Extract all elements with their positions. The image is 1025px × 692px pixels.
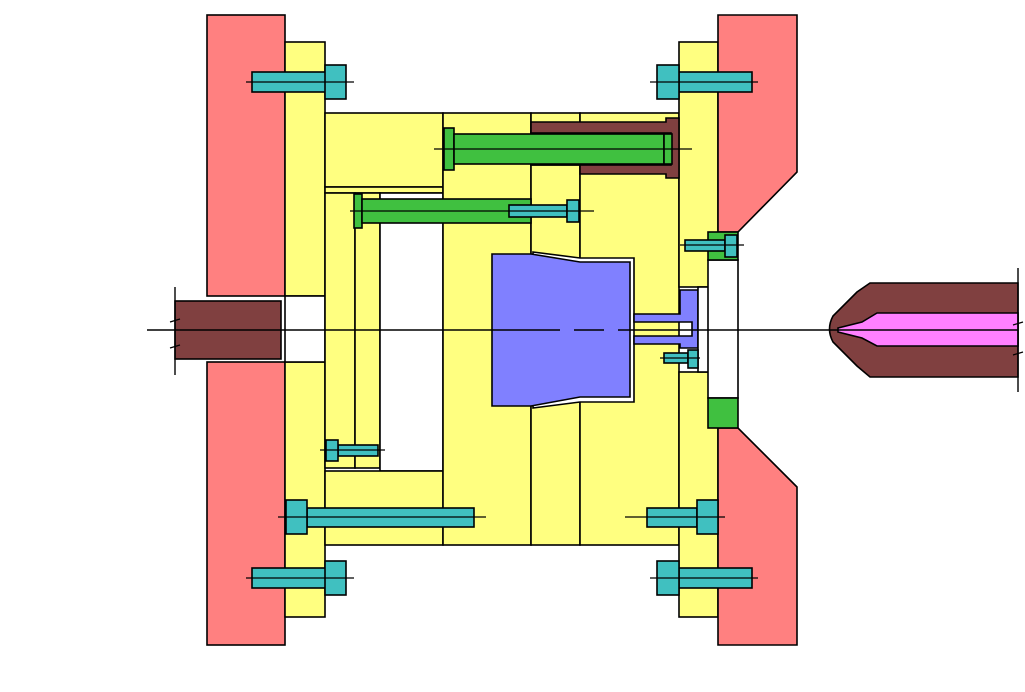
- upper-retainer-block: [324, 112, 444, 188]
- right-clamp-plate-lower: [717, 427, 798, 646]
- bolt-head-locating-ring: [724, 234, 738, 258]
- break-marks-right: [1012, 321, 1024, 356]
- retainer-thin-strip: [324, 186, 444, 194]
- sprue-runner: [633, 289, 699, 349]
- bolt-head-sprue: [687, 349, 699, 369]
- sprue-bushing: [633, 289, 699, 349]
- molded-part-body: [491, 253, 631, 407]
- left-clamp-plate-lower: [206, 361, 286, 646]
- left-clamp-plate-upper: [206, 14, 286, 297]
- left-spacer-gap: [284, 295, 326, 363]
- ejector-space: [379, 192, 444, 472]
- ejector-plates: [324, 112, 444, 546]
- molded-part: [491, 251, 635, 409]
- left-clamp-plate: [206, 14, 286, 646]
- fastener-center-lines: [246, 81, 758, 579]
- locating-ring-bore: [707, 259, 739, 399]
- right-clamp-plate: [707, 14, 798, 646]
- locating-ring-lower: [707, 397, 739, 429]
- nozzle-cone-edges: [737, 171, 798, 488]
- right-clamp-plate-upper: [717, 14, 798, 233]
- break-marks-left: [169, 318, 181, 349]
